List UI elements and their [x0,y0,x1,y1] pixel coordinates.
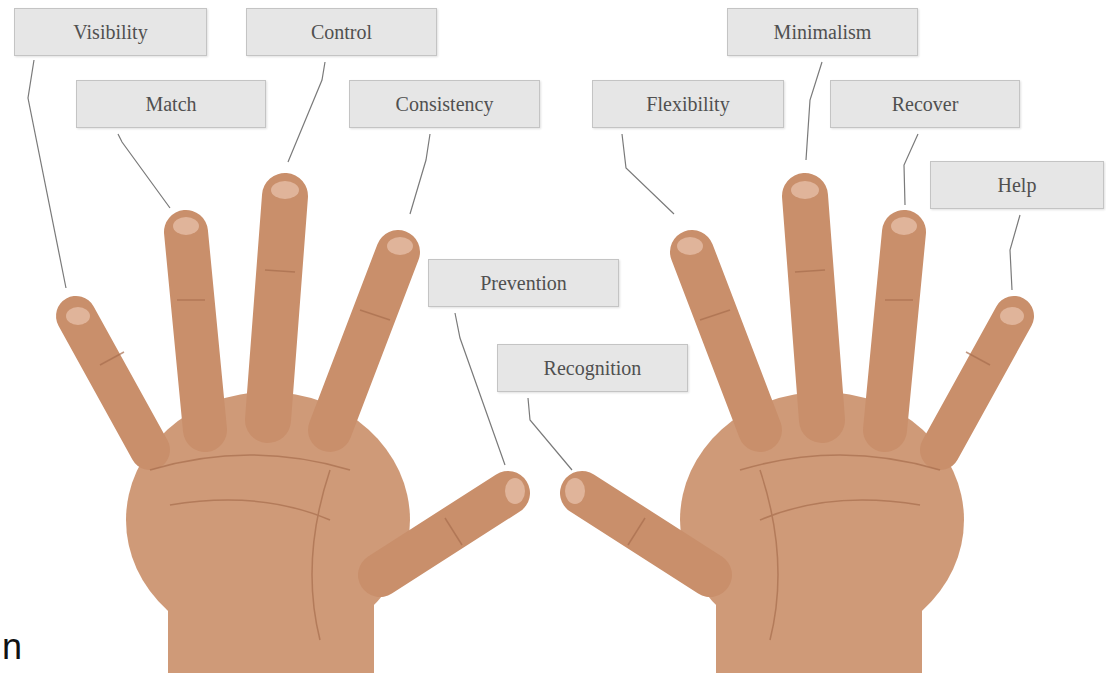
heuristic-box: Prevention [428,259,619,307]
heuristic-label: Consistency [396,93,494,116]
heuristic-box: Match [76,80,266,128]
heuristic-box: Minimalism [727,8,918,56]
heuristic-label: Flexibility [646,93,729,116]
heuristic-box: Recover [830,80,1020,128]
heuristic-label: Control [311,21,372,44]
leader-line [118,134,170,208]
stray-text: n [2,626,22,668]
leader-line [904,134,918,205]
heuristic-label: Match [145,93,196,116]
heuristic-label: Visibility [73,21,147,44]
leader-line [410,134,430,214]
left-hand [66,181,525,673]
heuristic-label: Prevention [480,272,567,295]
heuristic-box: Recognition [497,344,688,392]
heuristic-label: Minimalism [774,21,872,44]
leader-line [28,60,66,288]
heuristic-box: Visibility [14,8,207,56]
heuristic-box: Flexibility [592,80,784,128]
leader-line [1010,215,1020,290]
leader-line [528,398,572,470]
leader-line [622,134,674,214]
heuristic-box: Control [246,8,437,56]
heuristic-label: Help [998,174,1037,197]
heuristic-label: Recover [892,93,959,116]
right-hand [565,181,1024,673]
heuristic-label: Recognition [544,357,642,380]
heuristic-box: Help [930,161,1104,209]
heuristic-box: Consistency [349,80,540,128]
leader-line [288,62,325,162]
leader-line [806,62,822,160]
